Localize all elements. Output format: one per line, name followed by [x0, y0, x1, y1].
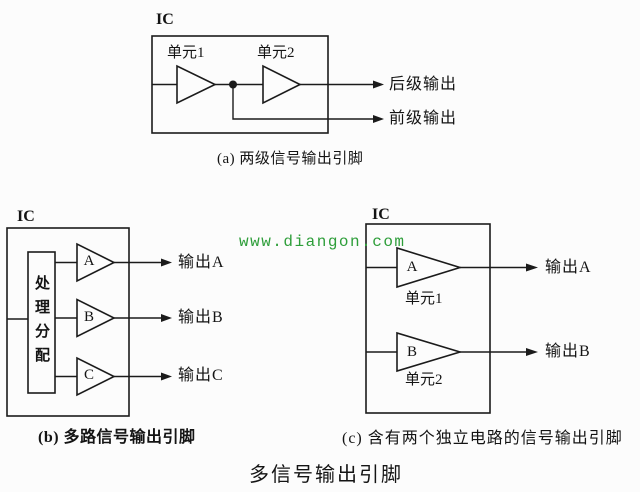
unit1-label-c: 单元1: [405, 291, 443, 307]
front-output-arrowhead: [373, 115, 384, 123]
ic-box-b: [6, 227, 130, 417]
caption-b: (b) 多路信号输出引脚: [38, 429, 196, 446]
output-arrowhead-c-b: [526, 348, 538, 356]
amp-letter-unit1: A: [406, 259, 418, 275]
unit1-label: 单元1: [167, 45, 205, 61]
diagram-c-shapes: [365, 223, 538, 414]
watermark-text: www.diangon.com: [239, 233, 406, 251]
output-b-label: 输出B: [178, 309, 224, 326]
caption-c: (c) 含有两个独立电路的信号输出引脚: [342, 430, 623, 447]
amp-letter-a: A: [83, 253, 95, 269]
page-title: 多信号输出引脚: [249, 464, 403, 486]
output-c-label: 输出C: [178, 367, 224, 384]
front-output-label: 前级输出: [389, 110, 458, 127]
rear-output-arrowhead: [373, 80, 384, 89]
amplifier-triangle-unit1: [176, 64, 217, 105]
diagram-a-shapes: [151, 35, 384, 134]
ic-label-b: IC: [17, 208, 35, 225]
output-arrowhead-b: [161, 314, 172, 322]
output-a-label: 输出A: [178, 254, 225, 271]
output-a-label-c: 输出A: [545, 259, 592, 276]
amplifier-triangle-c: [76, 356, 116, 397]
output-b-label-c: 输出B: [545, 343, 591, 360]
processor-box: [27, 251, 56, 394]
caption-a: (a) 两级信号输出引脚: [217, 151, 364, 167]
diagram-b-shapes: [6, 227, 172, 417]
ic-label-c: IC: [372, 206, 390, 223]
amp-letter-c: C: [83, 367, 94, 383]
amp-letter-unit2: B: [406, 344, 417, 360]
unit2-label: 单元2: [257, 45, 295, 61]
ic-box-c: [365, 223, 491, 414]
rear-output-label: 后级输出: [389, 76, 458, 93]
amp-letter-b: B: [83, 309, 94, 325]
output-arrowhead-c-a: [526, 263, 538, 272]
output-arrowhead-c: [161, 372, 172, 381]
unit2-label-c: 单元2: [405, 372, 443, 388]
output-arrowhead-a: [161, 258, 172, 267]
ic-label-a: IC: [156, 11, 174, 28]
amplifier-triangle-b: [76, 298, 116, 338]
amplifier-triangle-unit1-c: [396, 246, 463, 289]
processor-label: 处理分配: [33, 274, 49, 371]
front-output-wire: [232, 84, 373, 120]
amplifier-triangle-unit2: [262, 64, 302, 105]
amplifier-triangle-unit2-c: [396, 331, 463, 373]
amplifier-triangle-a: [76, 242, 116, 283]
